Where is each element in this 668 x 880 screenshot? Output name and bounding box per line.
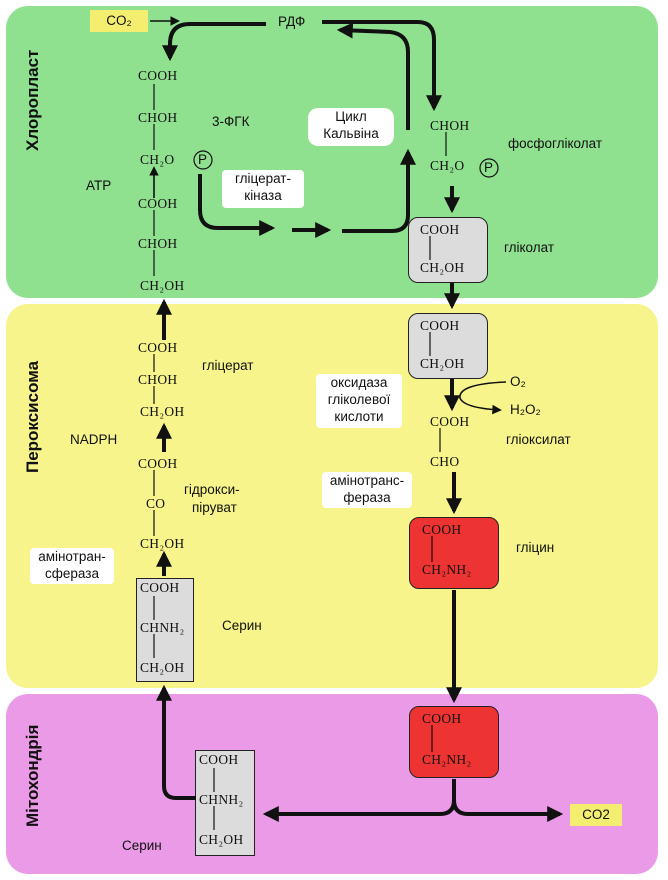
glycine-box-peroxisome — [409, 517, 499, 589]
phosphoglycolate-choh: CHOH — [430, 118, 470, 133]
serine-mito-ch2oh: CH₂OH — [199, 832, 244, 847]
oxidase-line-1: оксидаза — [330, 375, 388, 390]
glycine-box-mitochondria — [409, 706, 499, 778]
glycolate-oxidase-label: оксидаза гліколевої кислоти — [316, 374, 402, 428]
glycolate-per-ch2oh: CH₂OH — [420, 356, 465, 371]
3pga-ch2o: CH₂O — [140, 152, 175, 167]
3pga-cooh: COOH — [138, 68, 178, 83]
co2-tag-top: CO₂ — [90, 10, 148, 32]
glycine-per-cooh: COOH — [422, 522, 462, 537]
phosphoglycolate-label: фосфогліколат — [508, 136, 603, 151]
glyoxylate-label: гліоксилат — [506, 432, 571, 447]
chloroplast-zone — [6, 6, 658, 298]
glycolate-box-chloroplast — [408, 217, 488, 283]
phosphoglycolate-ch2o: CH₂O — [430, 158, 465, 173]
glycolate-box-peroxisome — [408, 313, 488, 379]
3pga-label: 3-ФГК — [212, 114, 250, 129]
oxidase-line-3: кислоти — [334, 409, 384, 424]
hydroxypyruvate-label-2: піруват — [192, 500, 237, 515]
3pga-choh: CHOH — [138, 110, 178, 125]
serine-mito-label: Серин — [122, 838, 162, 853]
o2-label: O₂ — [510, 374, 526, 389]
calvin-line-1: Цикл — [335, 109, 367, 124]
glycerate-kinase-label: гліцерат- кіназа — [222, 170, 304, 208]
glycolate-per-cooh: COOH — [420, 318, 460, 333]
co2-tag-bottom: CO2 — [570, 804, 622, 826]
glycolate-chl-ch2oh: CH₂OH — [420, 260, 465, 275]
hydroxypyruvate-cooh: COOH — [138, 456, 178, 471]
arrow-calvin-return — [198, 174, 276, 236]
glyoxylate-cho: CHO — [430, 454, 460, 469]
rdf-label: РДФ — [278, 14, 306, 29]
arrow-rdf-3pga — [162, 22, 266, 62]
serine-mito-cooh: COOH — [199, 752, 239, 767]
serine-per-cooh: COOH — [140, 580, 180, 595]
aminotransferase-right-label: амінотранс- фераза — [322, 472, 412, 508]
glycerate-kinase-line-2: кіназа — [244, 188, 282, 203]
glycerate-per-choh: CHOH — [138, 372, 178, 387]
serine-per-chnh2: CHNH₂ — [140, 620, 185, 635]
serine-box-peroxisome — [136, 578, 194, 682]
glycerate-kinase-line-1: гліцерат- — [235, 171, 291, 186]
arrow-calvin-up — [342, 148, 416, 233]
arrow-rdf-phosphoglycolate — [322, 20, 442, 112]
arrow-o2-h2o2 — [459, 381, 507, 415]
aminotransferase-left-line-2: сфераза — [45, 566, 99, 581]
hydroxypyruvate-co: CO — [146, 496, 166, 511]
glycine-label: гліцин — [516, 540, 555, 555]
aminotransferase-left-label: амінотран- сфераза — [30, 548, 114, 584]
arrow-glycine-split — [262, 779, 456, 822]
phosphate-circle-phosphoglycolate — [479, 158, 499, 178]
glycerate-label: гліцерат — [202, 358, 254, 373]
calvin-line-2: Кальвіна — [323, 126, 379, 141]
h2o2-label: H₂O₂ — [510, 402, 541, 417]
serine-per-ch2oh: CH₂OH — [140, 660, 185, 675]
glycine-mito-ch2nh2: CH₂NH₂ — [422, 752, 472, 767]
phosphate-label-3pga: P — [198, 152, 208, 167]
glycolate-label: гліколат — [504, 240, 555, 255]
mitochondria-zone — [6, 694, 658, 874]
aminotransferase-left-line-1: амінотран- — [38, 549, 106, 564]
glycerate-chl-choh: CHOH — [138, 236, 178, 251]
nadph-label: NADPH — [70, 432, 118, 447]
serine-mito-chnh2: CHNH₂ — [199, 792, 244, 807]
glycerate-chl-cooh: COOH — [138, 196, 178, 211]
glycine-mito-cooh: COOH — [422, 711, 462, 726]
hydroxypyruvate-label-1: гідрокси- — [184, 482, 240, 497]
atp-label: АТР — [86, 178, 112, 193]
glycerate-chl-ch2oh: CH₂OH — [140, 278, 185, 293]
glycerate-per-ch2oh: CH₂OH — [140, 404, 185, 419]
glycine-per-ch2nh2: CH₂NH₂ — [422, 562, 472, 577]
serine-box-mitochondria — [195, 750, 255, 856]
calvin-cycle-label: Цикл Кальвіна — [308, 108, 394, 146]
phosphate-label-phosphoglycolate: P — [484, 160, 494, 175]
arrow-cycle-rdf — [336, 22, 410, 130]
aminotransferase-right-line-2: фераза — [343, 490, 391, 505]
serine-peroxisome-label: Серин — [222, 618, 262, 633]
oxidase-line-2: гліколевої — [327, 392, 391, 407]
glycerate-per-cooh: COOH — [138, 340, 178, 355]
glyoxylate-cooh: COOH — [430, 414, 470, 429]
arrow-serine-transport — [156, 684, 196, 800]
glycolate-chl-cooh: COOH — [420, 222, 460, 237]
arrow-glycine-co2 — [452, 799, 564, 822]
aminotransferase-right-line-1: амінотранс- — [329, 473, 405, 488]
phosphate-circle-3pga — [193, 150, 213, 170]
hydroxypyruvate-ch2oh: CH₂OH — [140, 536, 185, 551]
